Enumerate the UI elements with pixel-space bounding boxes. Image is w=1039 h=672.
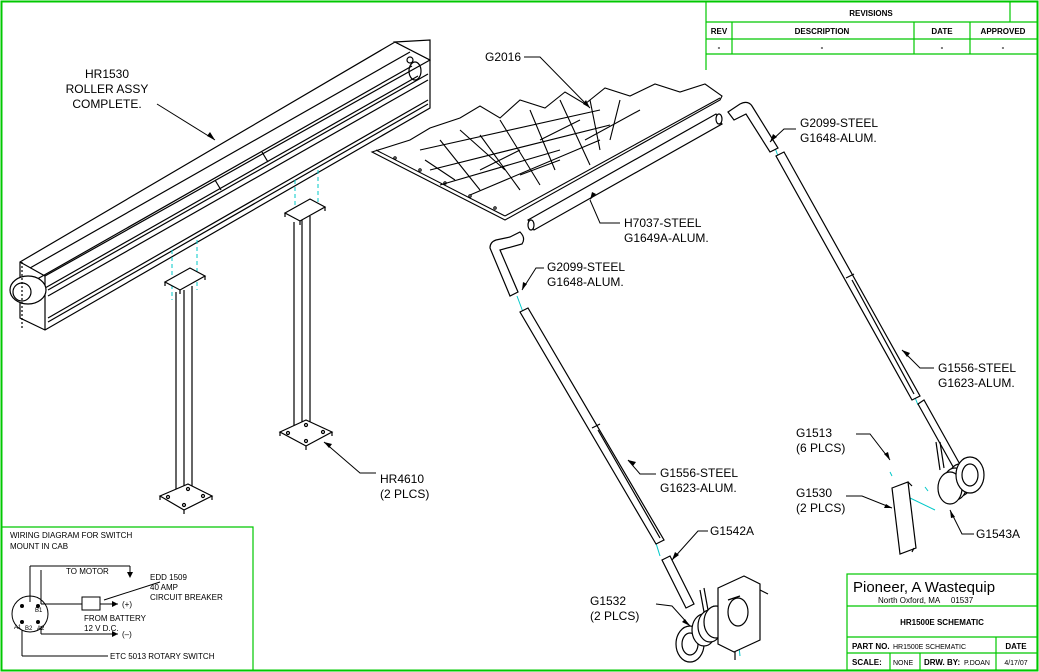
wiring-plus: (+) <box>122 600 132 609</box>
right-arm <box>727 101 985 555</box>
callout-g1556-right-line1: G1556-STEEL <box>938 361 1016 375</box>
wiring-breaker-line2: 40 AMP <box>150 583 178 592</box>
date-value: - <box>941 43 944 52</box>
rev-header: REV <box>711 27 728 36</box>
callout-g1530-line2: (2 PLCS) <box>796 501 845 515</box>
scale-label: SCALE: <box>852 658 882 667</box>
wiring-title-line1: WIRING DIAGRAM FOR SWITCH <box>10 531 132 540</box>
description-header: DESCRIPTION <box>795 27 850 36</box>
date-label: DATE <box>1005 642 1027 651</box>
callout-g1530-line1: G1530 <box>796 486 832 500</box>
terminal-a2-label: A2 <box>37 626 45 632</box>
wiring-terminals <box>20 572 133 637</box>
callout-g1513-line1: G1513 <box>796 426 832 440</box>
callout-g1556-left-line2: G1623-ALUM. <box>660 481 737 495</box>
wiring-breaker-line3: CIRCUIT BREAKER <box>150 593 223 602</box>
callout-hr1530-line3: COMPLETE. <box>72 97 141 111</box>
wiring-battery-line2: 12 V D.C. <box>84 624 119 633</box>
wiring-diagram-frame <box>2 526 254 670</box>
part-no-value: HR1500E SCHEMATIC <box>893 644 966 651</box>
cross-bar <box>527 113 723 231</box>
wiring-title-line2: MOUNT IN CAB <box>10 542 68 551</box>
terminal-b1-label: B1 <box>35 608 43 614</box>
callout-g1532-line2: (2 PLCS) <box>590 609 639 623</box>
wiring-to-motor: TO MOTOR <box>66 567 109 576</box>
callout-g1556-right-line2: G1623-ALUM. <box>938 376 1015 390</box>
drawn-by-label: DRW. BY: <box>924 658 960 667</box>
callout-g1513-line2: (6 PLCS) <box>796 441 845 455</box>
wiring-schematic <box>11 565 161 657</box>
drawn-by-value: P.DOAN <box>964 660 990 667</box>
company-address: North Oxford, MA 01537 <box>878 596 974 605</box>
leader-lines <box>156 56 974 627</box>
callout-hr1530-line2: ROLLER ASSY <box>66 82 149 96</box>
left-arm <box>489 231 769 663</box>
callout-g1532-line1: G1532 <box>590 594 626 608</box>
tarp-mesh <box>370 83 723 221</box>
callout-g2099-top-line1: G2099-STEEL <box>800 116 878 130</box>
approved-header: APPROVED <box>981 27 1026 36</box>
callout-g2099-left-line2: G1648-ALUM. <box>547 275 624 289</box>
rev-value: - <box>718 43 721 52</box>
wiring-breaker-line1: EDD 1509 <box>150 573 187 582</box>
terminal-b2-label: B2 <box>25 626 33 632</box>
company-name: Pioneer, A Wastequip <box>853 579 995 596</box>
description-value: - <box>821 43 824 52</box>
wiring-switch-label: ETC 5013 ROTARY SWITCH <box>110 652 215 661</box>
title-block-frame <box>846 573 1038 671</box>
approved-value: - <box>1002 43 1005 52</box>
stand-right <box>278 198 334 450</box>
callout-hr4610-line2: (2 PLCS) <box>380 487 429 501</box>
roller-assembly <box>9 39 431 331</box>
wiring-battery-line1: FROM BATTERY <box>84 614 147 623</box>
stand-left <box>158 267 214 514</box>
callout-h7037-line1: H7037-STEEL <box>624 216 702 230</box>
scale-value: NONE <box>893 660 914 667</box>
date-value: 4/17/07 <box>1004 660 1027 667</box>
terminal-a1-label: A1 <box>14 625 22 631</box>
callout-g2016: G2016 <box>485 50 521 64</box>
callout-g2099-left-line1: G2099-STEEL <box>547 260 625 274</box>
callout-h7037-line2: G1649A-ALUM. <box>624 231 709 245</box>
wiring-minus: (–) <box>122 630 132 639</box>
callout-hr4610-line1: HR4610 <box>380 472 424 486</box>
callout-g1543a: G1543A <box>976 527 1020 541</box>
revisions-title: REVISIONS <box>849 9 893 18</box>
leader-arrows <box>207 100 955 626</box>
callout-hr1530-line1: HR1530 <box>85 67 129 81</box>
revisions-table <box>705 2 1037 70</box>
callout-g1542a: G1542A <box>710 524 754 538</box>
date-header: DATE <box>931 27 953 36</box>
callout-g1556-left-line1: G1556-STEEL <box>660 466 738 480</box>
drawing-title: HR1500E SCHEMATIC <box>900 618 984 627</box>
callout-g2099-top-line2: G1648-ALUM. <box>800 131 877 145</box>
part-no-label: PART NO. <box>852 642 890 651</box>
